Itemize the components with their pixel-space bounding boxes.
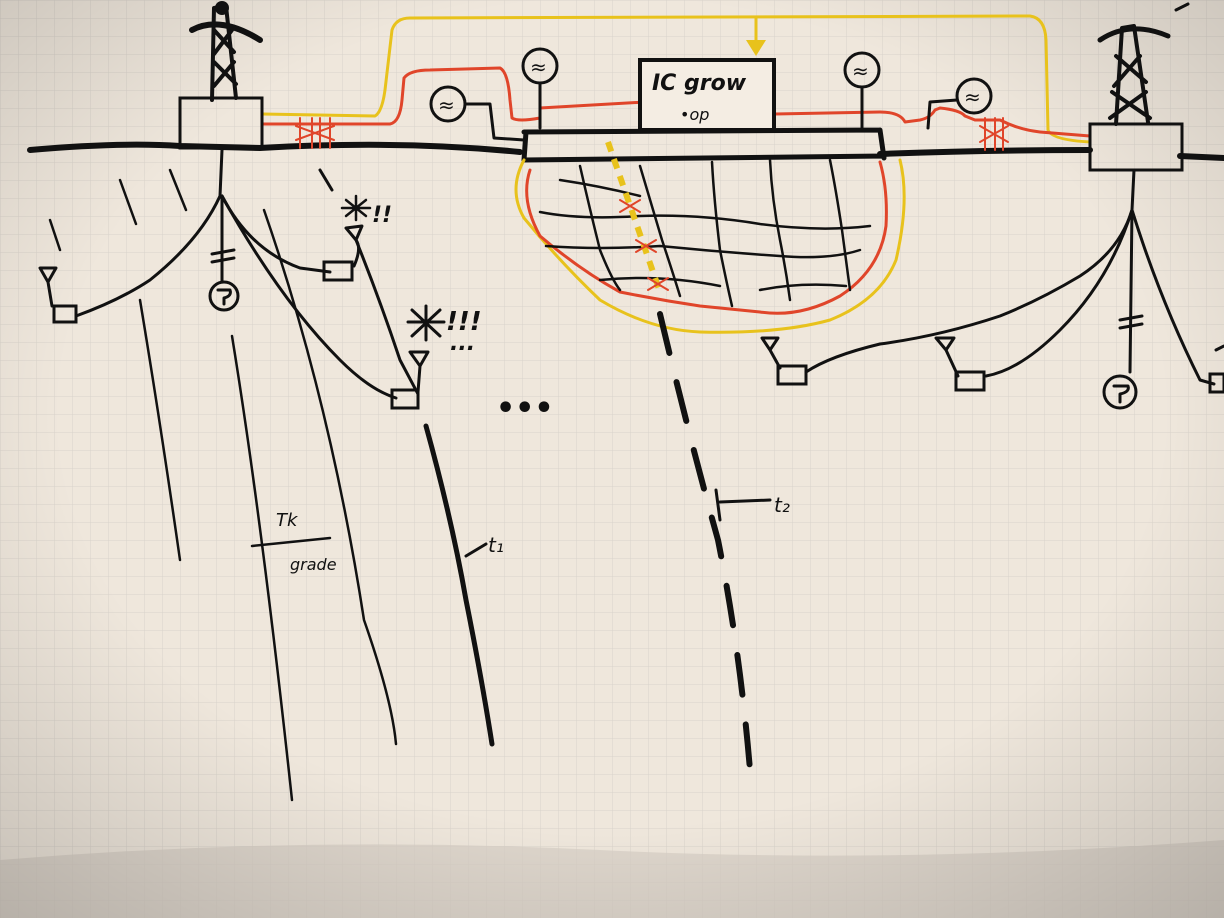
pump-icon [1102, 374, 1138, 410]
right-wellhead-box [1088, 122, 1184, 172]
red-stimulation-boundary [525, 160, 888, 315]
sensor-icon [1208, 372, 1224, 394]
fraction-denominator: grade [290, 555, 337, 574]
ac-source-icon: ≈ [429, 85, 526, 142]
fracture-network [538, 158, 872, 308]
seismic-event-icon [406, 304, 446, 342]
central-box-label: IC grow [652, 71, 747, 96]
horizontal-pipe [521, 127, 887, 163]
sensor-icon [760, 336, 808, 386]
ac-symbol: ≈ [964, 85, 981, 109]
dashed-isochron-t2 [657, 311, 753, 773]
ground-surface-line [27, 141, 1224, 161]
oil-derrick-icon [189, 1, 263, 102]
right-edge-mark [1214, 344, 1224, 352]
ac-symbol: ≈ [852, 59, 869, 83]
pump-icon [208, 280, 240, 312]
fraction-bar [250, 536, 332, 548]
isochron-label-t2: t₂ [774, 493, 790, 517]
yellow-stimulation-boundary [514, 158, 906, 334]
right-lateral-2 [984, 208, 1134, 378]
fraction-numerator: Tk [276, 510, 299, 531]
capacitor-icon [210, 248, 236, 264]
injection-well-bore [605, 141, 663, 293]
left-lateral-3 [220, 194, 398, 400]
t1-leader [464, 542, 488, 558]
capacitor-icon [1118, 314, 1144, 330]
ac-source-icon: ≈ [843, 51, 881, 132]
oil-derrick-icon [1097, 2, 1190, 126]
seismic-alert-dots: ... [450, 331, 475, 356]
seismic-alert-small: !! [372, 203, 392, 228]
ac-symbol: ≈ [438, 93, 455, 117]
right-pump-line [1128, 208, 1134, 374]
seismic-alert-big: !!! [446, 307, 482, 337]
perforation-marks [619, 199, 669, 291]
ac-source-icon: ≈ [926, 77, 993, 130]
left-wellhead-box [178, 96, 264, 150]
sensor-icon [934, 336, 986, 392]
right-lateral-3 [1130, 208, 1216, 386]
red-line-center [538, 100, 647, 110]
central-box-sublabel: •op [680, 105, 709, 124]
red-junction-right [979, 117, 1009, 151]
continuation-ellipsis: ••• [496, 391, 554, 426]
left-lateral-1 [74, 148, 224, 318]
ac-source-icon: ≈ [521, 47, 559, 130]
left-sensor-chain [354, 238, 420, 396]
red-control-line-left [260, 66, 542, 126]
red-control-line-right [773, 106, 1092, 138]
right-lateral-1 [804, 168, 1136, 374]
sensor-icon [38, 266, 78, 324]
ac-symbol: ≈ [530, 55, 547, 79]
yellow-feed-arrow-head [746, 40, 766, 56]
isochron-label-t1: t₁ [488, 533, 504, 557]
t2-marker [714, 488, 772, 522]
seismic-event-icon [340, 194, 372, 222]
isochron-curves [48, 168, 495, 802]
red-junction-left [295, 117, 335, 149]
left-fault-mark [318, 168, 334, 192]
sensor-icon [390, 350, 430, 410]
